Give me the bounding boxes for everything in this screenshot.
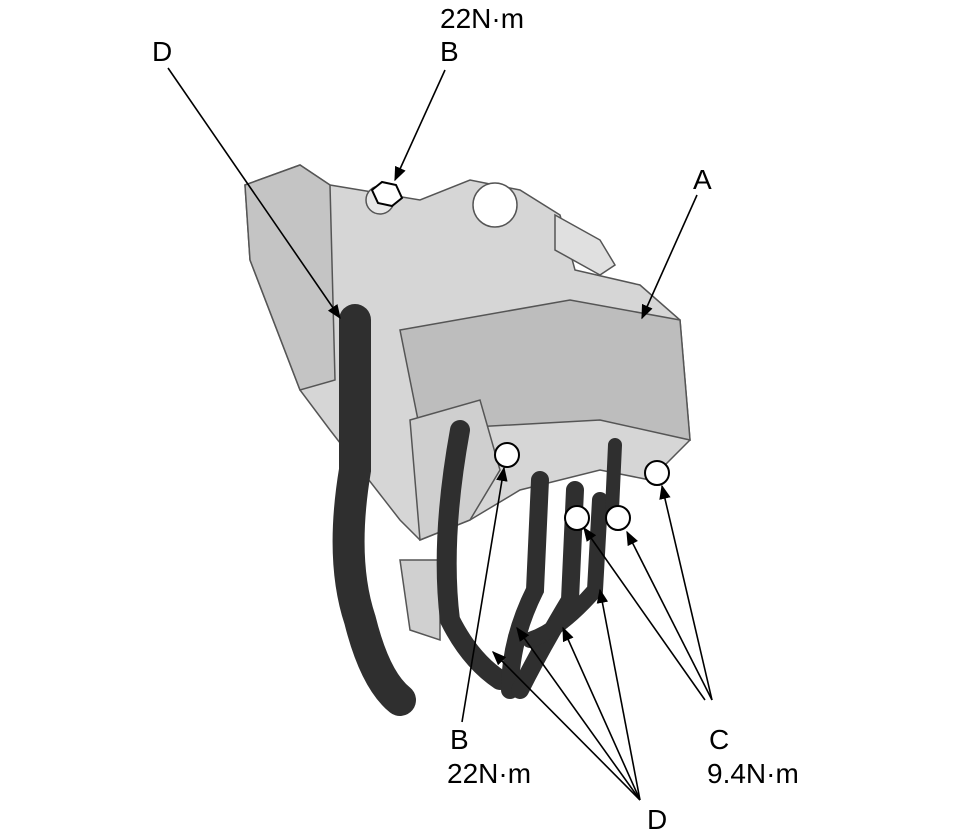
c-label: C xyxy=(709,724,730,755)
leader-lines xyxy=(167,67,713,801)
bolt-b-bottom xyxy=(494,442,520,468)
bottom-b-torque-label: 22N·m xyxy=(447,758,532,789)
bottom-b-label: B xyxy=(450,724,469,755)
a-label: A xyxy=(693,164,712,195)
top-torque-label: 22N·m xyxy=(440,3,525,34)
bolts xyxy=(370,180,670,531)
top-d-label: D xyxy=(152,36,173,67)
top-b-label: B xyxy=(440,36,459,67)
bolt-b-top xyxy=(370,180,404,208)
bottom-d-label: D xyxy=(647,804,668,835)
bolt-c2 xyxy=(605,505,631,531)
c-torque-label: 9.4N·m xyxy=(707,758,799,789)
bolt-c3 xyxy=(644,460,670,486)
bolt-c1 xyxy=(564,505,590,531)
fuse-box-body xyxy=(244,164,691,642)
